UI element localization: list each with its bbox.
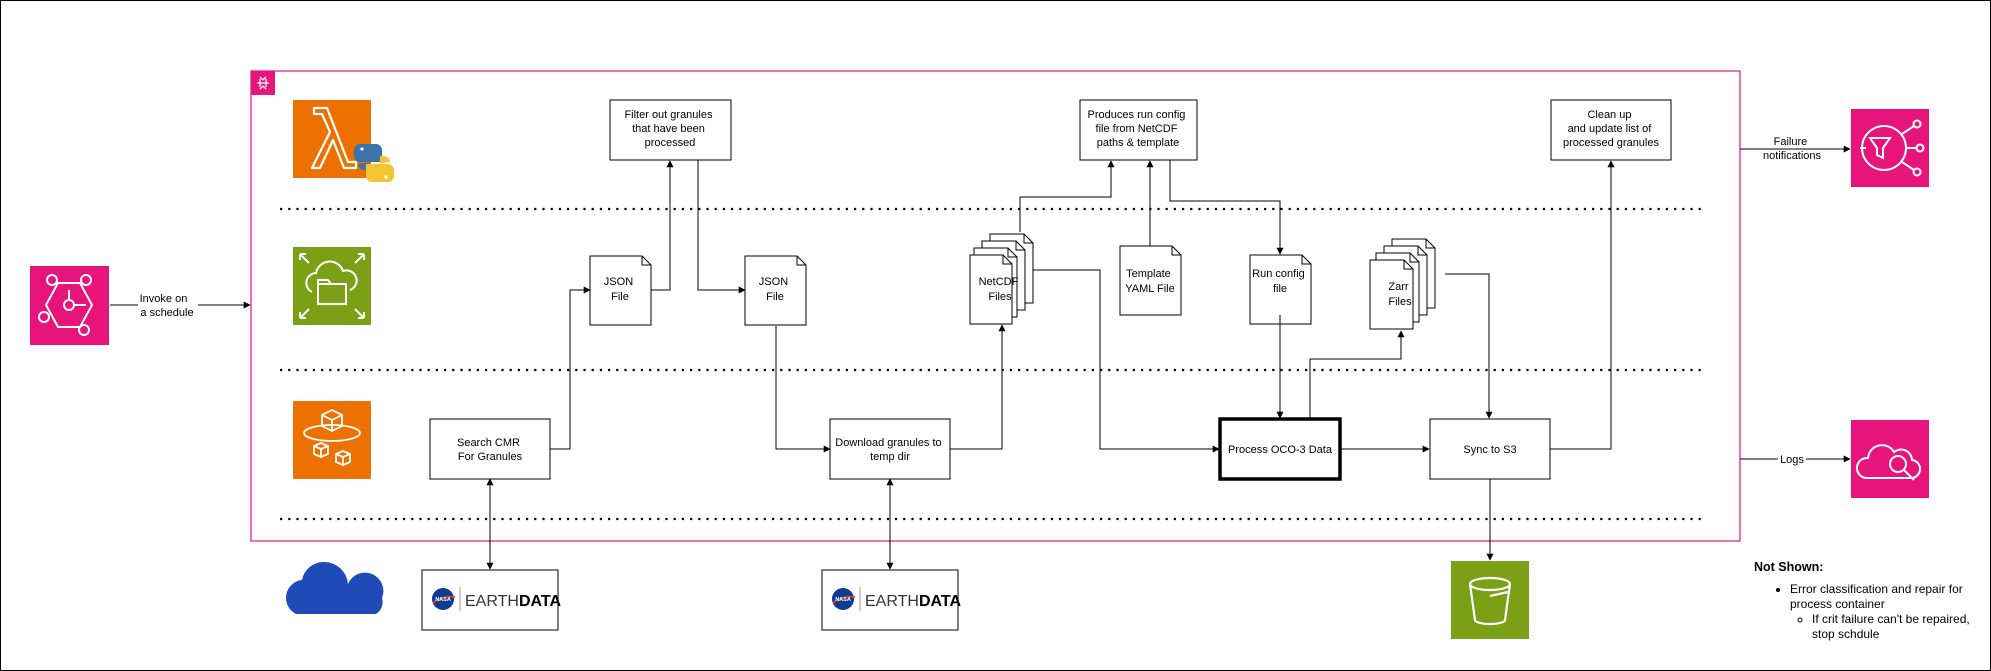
elastic-file-system-icon <box>293 247 371 325</box>
note-subitem: If crit failure can't be repaired, stop … <box>1812 612 1984 642</box>
cloudwatch-logs-icon <box>1851 420 1929 498</box>
json-file-2-doc <box>744 255 807 326</box>
invoke-label: Invoke on a schedule <box>140 293 194 319</box>
logs-label: Logs <box>1780 454 1804 466</box>
container-group-icon <box>251 71 275 95</box>
note-sublist: If crit failure can't be repaired, stop … <box>1790 612 1984 642</box>
container-group <box>250 70 1741 542</box>
aws-batch-icon <box>293 401 371 479</box>
s3-bucket-icon <box>1451 561 1529 639</box>
sync-s3-box <box>1429 418 1551 480</box>
python-logo-icon <box>354 144 394 182</box>
not-shown-note: Not Shown: Error classification and repa… <box>1754 560 1984 644</box>
svg-text:EARTHDATA: EARTHDATA <box>465 593 561 610</box>
failure-label: Failure notifications <box>1763 136 1822 162</box>
svg-text:EARTHDATA: EARTHDATA <box>865 593 961 610</box>
search-cmr-text: Search CMR For Granules <box>457 437 523 463</box>
eventbridge-scheduler-icon <box>30 266 109 345</box>
earthdata-logo-1: NASA EARTHDATA <box>421 569 561 631</box>
note-title: Not Shown: <box>1754 560 1824 574</box>
cleanup-box <box>1550 99 1672 161</box>
produce-run-config-text: Produces run config file from NetCDF pat… <box>1088 109 1189 149</box>
json-file-2-text: JSON File <box>759 276 791 303</box>
aws-lambda-icon <box>293 100 371 178</box>
template-yaml-doc <box>1119 245 1182 316</box>
note-item-text: Error classification and repair for proc… <box>1790 582 1963 611</box>
earthdata-logo-2: NASA EARTHDATA <box>821 569 961 631</box>
svg-text:NASA: NASA <box>835 597 851 603</box>
sns-icon <box>1851 109 1929 187</box>
zarr-files-text: Zarr Files <box>1388 281 1412 308</box>
produce-run-config-box <box>1079 99 1198 161</box>
note-item: Error classification and repair for proc… <box>1790 582 1984 642</box>
download-granules-box <box>829 418 951 480</box>
run-config-text: Run config file <box>1252 268 1308 295</box>
json-file-1-text: JSON File <box>604 276 636 303</box>
netcdf-files-text: NetCDF Files <box>979 276 1022 303</box>
filter-granules-box <box>609 99 732 161</box>
zarr-files-doc <box>1369 238 1436 330</box>
search-cmr-box <box>429 418 551 480</box>
cloud-icon <box>286 561 384 614</box>
svg-text:NASA: NASA <box>435 597 451 603</box>
cleanup-text: Clean up and update list of processed gr… <box>1563 109 1660 149</box>
run-config-doc <box>1249 254 1312 325</box>
template-yaml-text: Template YAML File <box>1125 268 1175 295</box>
sync-s3-text: Sync to S3 <box>1463 444 1516 456</box>
download-granules-text: Download granules to temp dir <box>835 437 944 463</box>
connectors <box>110 145 1851 570</box>
note-list: Error classification and repair for proc… <box>1754 582 1984 642</box>
process-oco3-text: Process OCO-3 Data <box>1228 444 1333 456</box>
netcdf-files-doc <box>969 233 1034 325</box>
json-file-1-doc <box>589 255 652 326</box>
filter-granules-text: Filter out granules that have been proce… <box>624 109 715 149</box>
